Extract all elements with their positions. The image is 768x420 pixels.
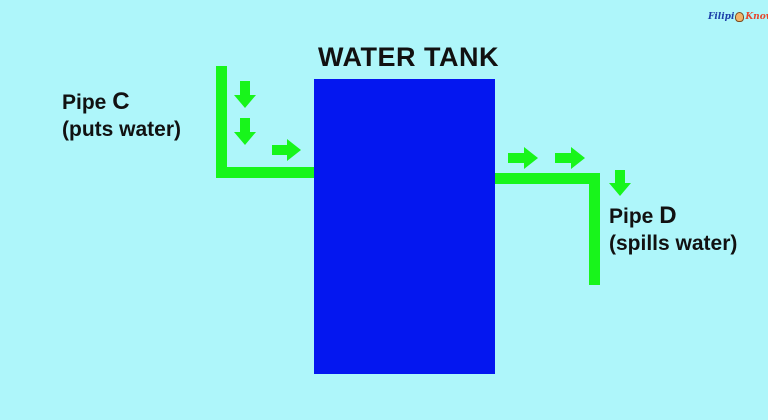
pipe-d-label-prefix: Pipe bbox=[609, 205, 660, 228]
pipe-d-description: (spills water) bbox=[609, 232, 738, 255]
down-arrow-icon bbox=[609, 170, 631, 196]
down-arrow-icon bbox=[234, 118, 256, 145]
pipe-c bbox=[216, 66, 314, 178]
logo-word-2: Know bbox=[745, 12, 768, 22]
pipe-c-label-prefix: Pipe bbox=[62, 91, 113, 114]
right-arrow-icon bbox=[272, 139, 301, 161]
logo-word-1: Filipi bbox=[708, 12, 735, 22]
diagram-title: WATER TANK bbox=[318, 42, 499, 72]
pipe-c-description: (puts water) bbox=[62, 118, 182, 141]
pipe-c-letter: C bbox=[112, 88, 130, 115]
right-arrow-icon bbox=[555, 147, 585, 169]
pipe-d-label: Pipe D bbox=[609, 202, 677, 230]
pipe-d-letter: D bbox=[659, 202, 677, 229]
right-arrow-icon bbox=[508, 147, 538, 169]
water-tank bbox=[314, 79, 495, 374]
logo: Filipi Know bbox=[708, 12, 768, 22]
pipe-d bbox=[495, 173, 600, 285]
down-arrow-icon bbox=[234, 81, 256, 108]
mascot-icon bbox=[735, 12, 745, 22]
pipe-c-label: Pipe C bbox=[62, 88, 130, 116]
